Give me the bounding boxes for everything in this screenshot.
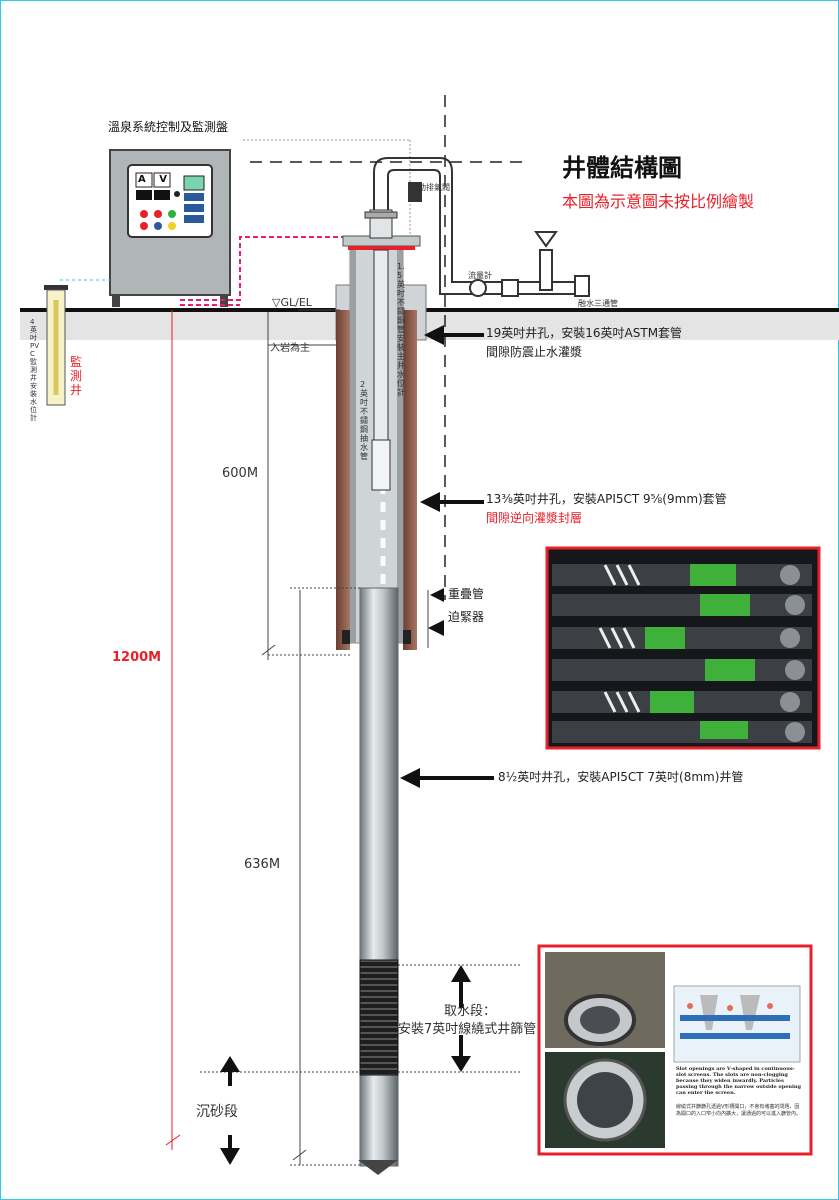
pump-pipe-label: 2英吋不鏽鋼抽水管 [360,380,368,461]
outer-casing-sub: 間隙防震止水灌漿 [486,345,583,359]
flowmeter [469,279,487,297]
monitor-well-label: 監測井 [70,355,83,397]
flowmeter-label: 流量計 [468,271,492,280]
rock-label: 入岩為主 [270,343,310,354]
centralizer-label: 迫緊器 [448,610,485,624]
valve-label: 自動排氣閥 [410,183,450,192]
monitor-pipe-label: 4英吋PVC監測井安裝水位計 [30,318,40,422]
control-panel-label: 溫泉系統控制及監測盤 [108,120,229,134]
level-tube-label: 1.5英吋不鏽鋼管安裝主井水位計 [397,262,405,397]
intake-label-1: 取水段： [444,1004,497,1019]
air-valve [408,182,422,202]
control-panel [109,149,231,307]
intake-label-2: 安裝7英吋線繞式井篩管 [398,1022,537,1037]
depth-1200: 1200M [112,650,162,665]
depth-600: 600M [222,466,259,481]
wire-wrap-screen [359,959,399,1076]
screen-photo [537,944,813,1156]
screen-caption-en: Slot openings are V-shaped in continuous… [676,1066,802,1096]
overlap-label: 重疊管 [448,587,485,601]
mid-casing-label: 13⅜英吋井孔，安裝API5CT 9⅝(9mm)套管 [486,492,727,506]
outer-casing-label: 19英吋井孔，安裝16英吋ASTM套管 [486,326,683,340]
sediment-label: 沉砂段 [196,1104,238,1120]
grout-right [403,310,417,650]
diagram-subtitle: 本圖為示意圖未按比例繪製 [562,192,755,211]
tee-label: 融水三通管 [578,299,618,308]
screen-caption-zh: 線繞式井篩篩孔透過V形槽開口，不會有堵塞的問題，因為開口的入口窄小向內擴大，讓通… [676,1104,802,1117]
wellhead-piping [373,157,575,295]
inner-casing-label: 8½英吋井孔，安裝API5CT 7英吋(8mm)井管 [498,770,744,784]
casing-pipes-photo [545,546,821,750]
callout-arrows [220,325,494,1165]
meter-label: A V [138,174,172,185]
grout-left [336,310,350,650]
depth-636: 636M [244,857,281,872]
mid-casing-sub: 間隙逆向灌漿封層 [486,511,583,525]
gl-label: ▽GL/EL [272,296,312,309]
monitor-well [44,285,68,406]
diagram-title: 井體結構圖 [562,154,682,182]
